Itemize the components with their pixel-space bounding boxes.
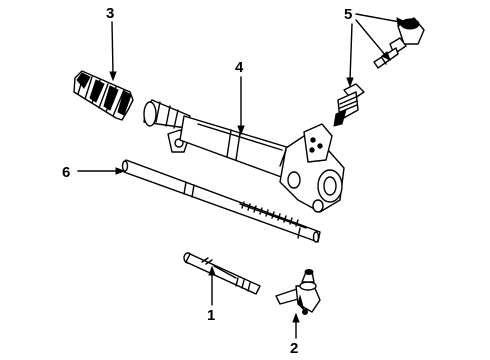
callout-5: 5 — [344, 6, 407, 88]
callout-4: 4 — [235, 59, 245, 136]
inner-tie-rod — [183, 252, 261, 295]
rack-housing — [143, 99, 345, 213]
boot-bellows — [73, 70, 134, 121]
callout-1-label: 1 — [207, 307, 215, 324]
outer-tie-rod-end — [275, 269, 321, 315]
callout-2: 2 — [290, 312, 300, 357]
callout-3: 3 — [106, 5, 117, 82]
callout-5-label: 5 — [344, 6, 352, 23]
rack-bar — [121, 159, 321, 243]
callout-3-label: 3 — [106, 5, 114, 22]
callout-6-label: 6 — [62, 164, 70, 181]
callout-4-label: 4 — [235, 59, 244, 76]
callout-1: 1 — [207, 265, 216, 324]
callout-2-label: 2 — [290, 340, 298, 357]
callout-6: 6 — [62, 164, 126, 181]
seal-kit — [333, 17, 425, 127]
